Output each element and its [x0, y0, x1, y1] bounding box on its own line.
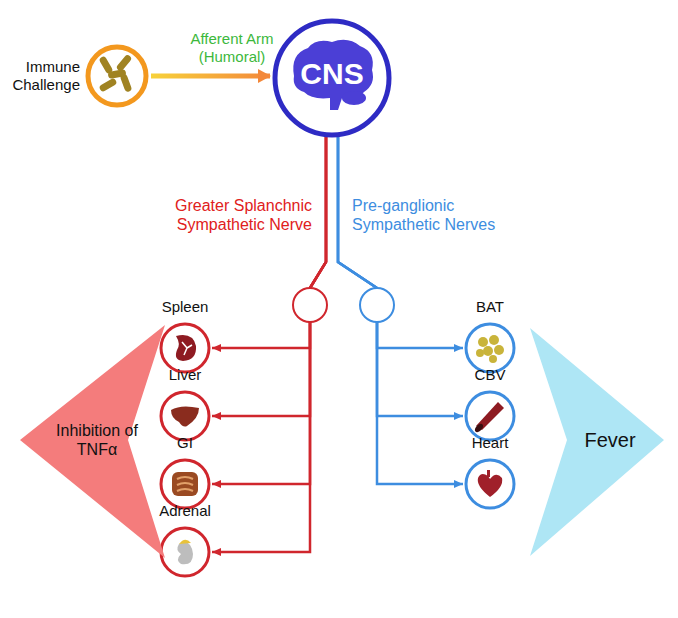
graphic-part — [478, 474, 503, 497]
nerve-connector — [212, 137, 326, 348]
graphic-part — [473, 402, 504, 434]
node-label: Adrenal — [140, 502, 230, 520]
node-label: BAT — [445, 298, 535, 316]
nerve-connector — [338, 137, 463, 484]
graphic-part — [466, 460, 514, 508]
graphic-part — [293, 288, 327, 322]
graphic-part — [476, 349, 484, 357]
nerve-label: Greater Splanchnic Sympathetic Nerve — [160, 196, 312, 234]
graphic-part — [108, 69, 127, 79]
graphic-part — [478, 470, 503, 497]
nerve-connector — [338, 137, 463, 348]
graphic-part — [177, 540, 193, 565]
graphic-part — [489, 355, 497, 363]
junction-circles — [293, 288, 394, 322]
immune-circle — [84, 43, 150, 109]
graphic-part — [483, 346, 493, 356]
graphic-part — [161, 460, 209, 508]
graphic-part — [489, 335, 499, 345]
graphic-part — [179, 540, 191, 544]
graphic-part — [177, 542, 193, 564]
edge-label: Afferent Arm (Humoral) — [172, 30, 292, 66]
graphic-part — [172, 472, 198, 496]
nerve-connector — [151, 74, 270, 79]
graphic-part — [182, 342, 192, 355]
graphic-part — [466, 324, 514, 372]
node-label: CNS — [272, 56, 392, 92]
node-label: Spleen — [140, 298, 230, 316]
graphic-part — [176, 335, 196, 361]
graphic-part — [176, 335, 196, 361]
heart-organ: Heart — [445, 434, 535, 512]
fever-shape: Fever — [525, 322, 670, 562]
node-label: GI — [140, 434, 230, 452]
node-label: Inhibition of TNFα — [52, 421, 142, 459]
bat-organ: BAT — [445, 298, 535, 376]
immune-challenge: Immune Challenge — [6, 40, 152, 112]
graphic-part — [466, 392, 514, 440]
graphic-part — [360, 288, 394, 322]
graphic-part — [494, 345, 504, 355]
graphic-part — [171, 406, 199, 426]
node-label: Heart — [445, 434, 535, 452]
node-label: Liver — [140, 366, 230, 384]
node-label: CBV — [445, 366, 535, 384]
nerve-connector — [338, 137, 463, 416]
graphic-part — [530, 328, 664, 556]
graphic-part — [177, 477, 193, 491]
graphic-part — [478, 337, 488, 347]
node-label: Immune Challenge — [6, 58, 80, 94]
graphic-part — [88, 47, 146, 105]
tnf-inhibition-shape: Inhibition of TNFα — [14, 322, 168, 562]
graphic-part — [342, 91, 366, 105]
node-label: Fever — [575, 428, 645, 452]
graphic-part — [116, 54, 133, 72]
graphic-part — [476, 335, 504, 363]
graphic-part — [487, 470, 490, 477]
liver-organ: Liver — [140, 366, 230, 444]
graphic-part — [171, 406, 199, 426]
graphic-part — [172, 472, 198, 496]
gi-organ: GI — [140, 434, 230, 512]
graphic-part — [161, 392, 209, 440]
cns-circle: CNS — [272, 18, 392, 138]
nerve-label: Pre-ganglionic Sympathetic Nerves — [352, 196, 512, 234]
graphic-part — [161, 324, 209, 372]
organ-circle — [158, 525, 212, 579]
organ-circle — [463, 457, 517, 511]
cbv-organ: CBV — [445, 366, 535, 444]
graphic-part — [98, 77, 117, 92]
graphic-part — [20, 325, 165, 558]
graphic-part — [473, 422, 484, 433]
graphic-part — [161, 528, 209, 576]
